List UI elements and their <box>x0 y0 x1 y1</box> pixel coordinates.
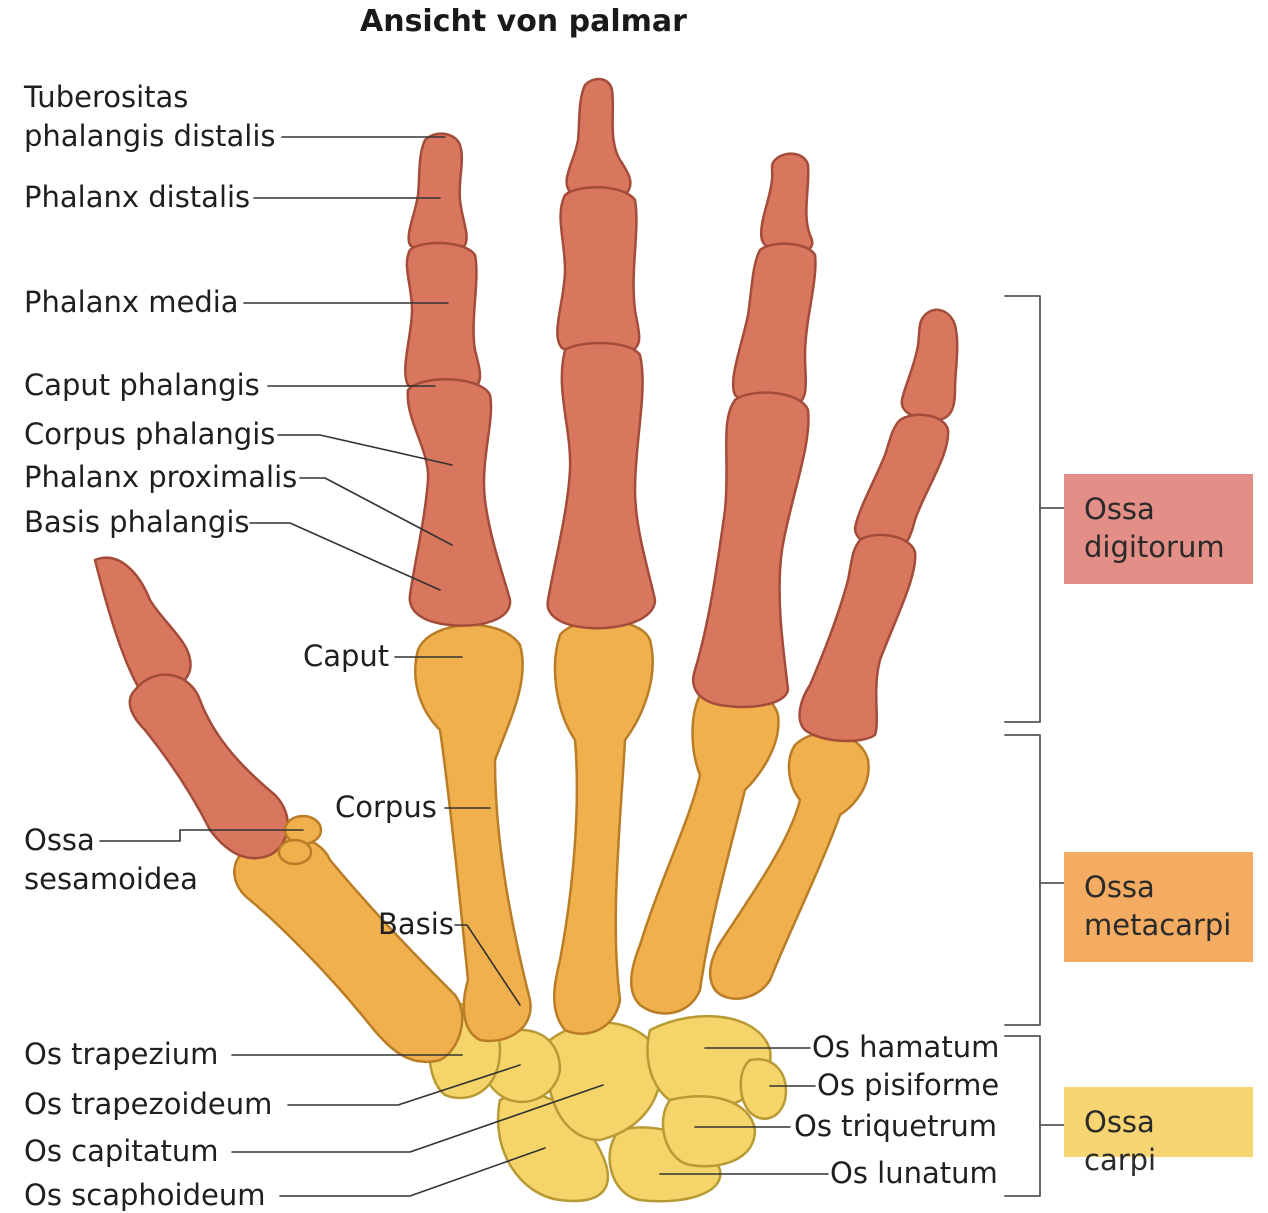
sesamoid-bone-2 <box>279 840 311 864</box>
group-box-ossa-digitorum: Ossa digitorum <box>1064 474 1253 584</box>
ring-distal-phalanx <box>761 154 812 253</box>
ring-proximal-phalanx <box>693 393 808 707</box>
label-corpus: Corpus <box>335 790 437 824</box>
group-box-ossa-carpi: Ossa carpi <box>1064 1087 1253 1157</box>
label-tuberositas-line1: Tuberositas <box>24 80 188 114</box>
label-caput: Caput <box>303 639 389 673</box>
label-ossa-sesamoidea-line2: sesamoidea <box>24 862 198 896</box>
little-distal-phalanx <box>902 310 957 420</box>
label-corpus-phalangis: Corpus phalangis <box>24 417 275 451</box>
index-middle-phalanx <box>405 243 480 393</box>
group-box-ossa-metacarpi: Ossa metacarpi <box>1064 852 1253 962</box>
label-basis-phalangis: Basis phalangis <box>24 505 250 539</box>
group-metacarpi-line2: metacarpi <box>1084 906 1233 944</box>
label-os-pisiforme: Os pisiforme <box>817 1068 999 1102</box>
label-os-trapezoideum: Os trapezoideum <box>24 1087 272 1121</box>
index-proximal-phalanx <box>408 379 510 625</box>
os-capitatum-bone <box>547 1023 660 1140</box>
label-ossa-sesamoidea-line1: Ossa <box>24 823 95 857</box>
bracket-carpi <box>1005 1036 1040 1196</box>
label-phalanx-proximalis: Phalanx proximalis <box>24 460 297 494</box>
middle-distal-phalanx <box>567 79 631 198</box>
diagram-title: Ansicht von palmar <box>360 4 687 39</box>
metacarpal-1 <box>234 836 462 1062</box>
group-carpi-label: Ossa carpi <box>1084 1103 1233 1179</box>
little-proximal-phalanx <box>800 535 916 741</box>
os-pisiforme-bone <box>741 1059 786 1118</box>
label-tuberositas-line2: phalangis distalis <box>24 119 276 153</box>
group-digitorum-line2: digitorum <box>1084 528 1233 566</box>
label-os-triquetrum: Os triquetrum <box>794 1109 997 1143</box>
label-os-hamatum: Os hamatum <box>812 1030 999 1064</box>
group-digitorum-line1: Ossa <box>1084 490 1233 528</box>
label-caput-phalangis: Caput phalangis <box>24 368 260 402</box>
little-middle-phalanx <box>855 415 948 550</box>
label-os-capitatum: Os capitatum <box>24 1134 218 1168</box>
label-os-lunatum: Os lunatum <box>830 1156 998 1190</box>
thumb-distal-phalanx <box>95 558 191 694</box>
os-triquetrum-bone <box>663 1096 755 1166</box>
label-os-trapezium: Os trapezium <box>24 1037 218 1071</box>
middle-proximal-phalanx <box>548 343 655 628</box>
group-metacarpi-line1: Ossa <box>1084 868 1233 906</box>
label-os-scaphoideum: Os scaphoideum <box>24 1178 265 1212</box>
index-distal-phalanx <box>409 134 467 253</box>
bracket-digitorum <box>1005 296 1040 722</box>
group-brackets <box>1005 296 1065 1196</box>
label-basis: Basis <box>378 907 454 941</box>
label-phalanx-media: Phalanx media <box>24 285 239 319</box>
bracket-metacarpi <box>1005 735 1040 1025</box>
ring-middle-phalanx <box>733 244 815 407</box>
label-phalanx-distalis: Phalanx distalis <box>24 180 250 214</box>
middle-middle-phalanx <box>557 187 639 355</box>
